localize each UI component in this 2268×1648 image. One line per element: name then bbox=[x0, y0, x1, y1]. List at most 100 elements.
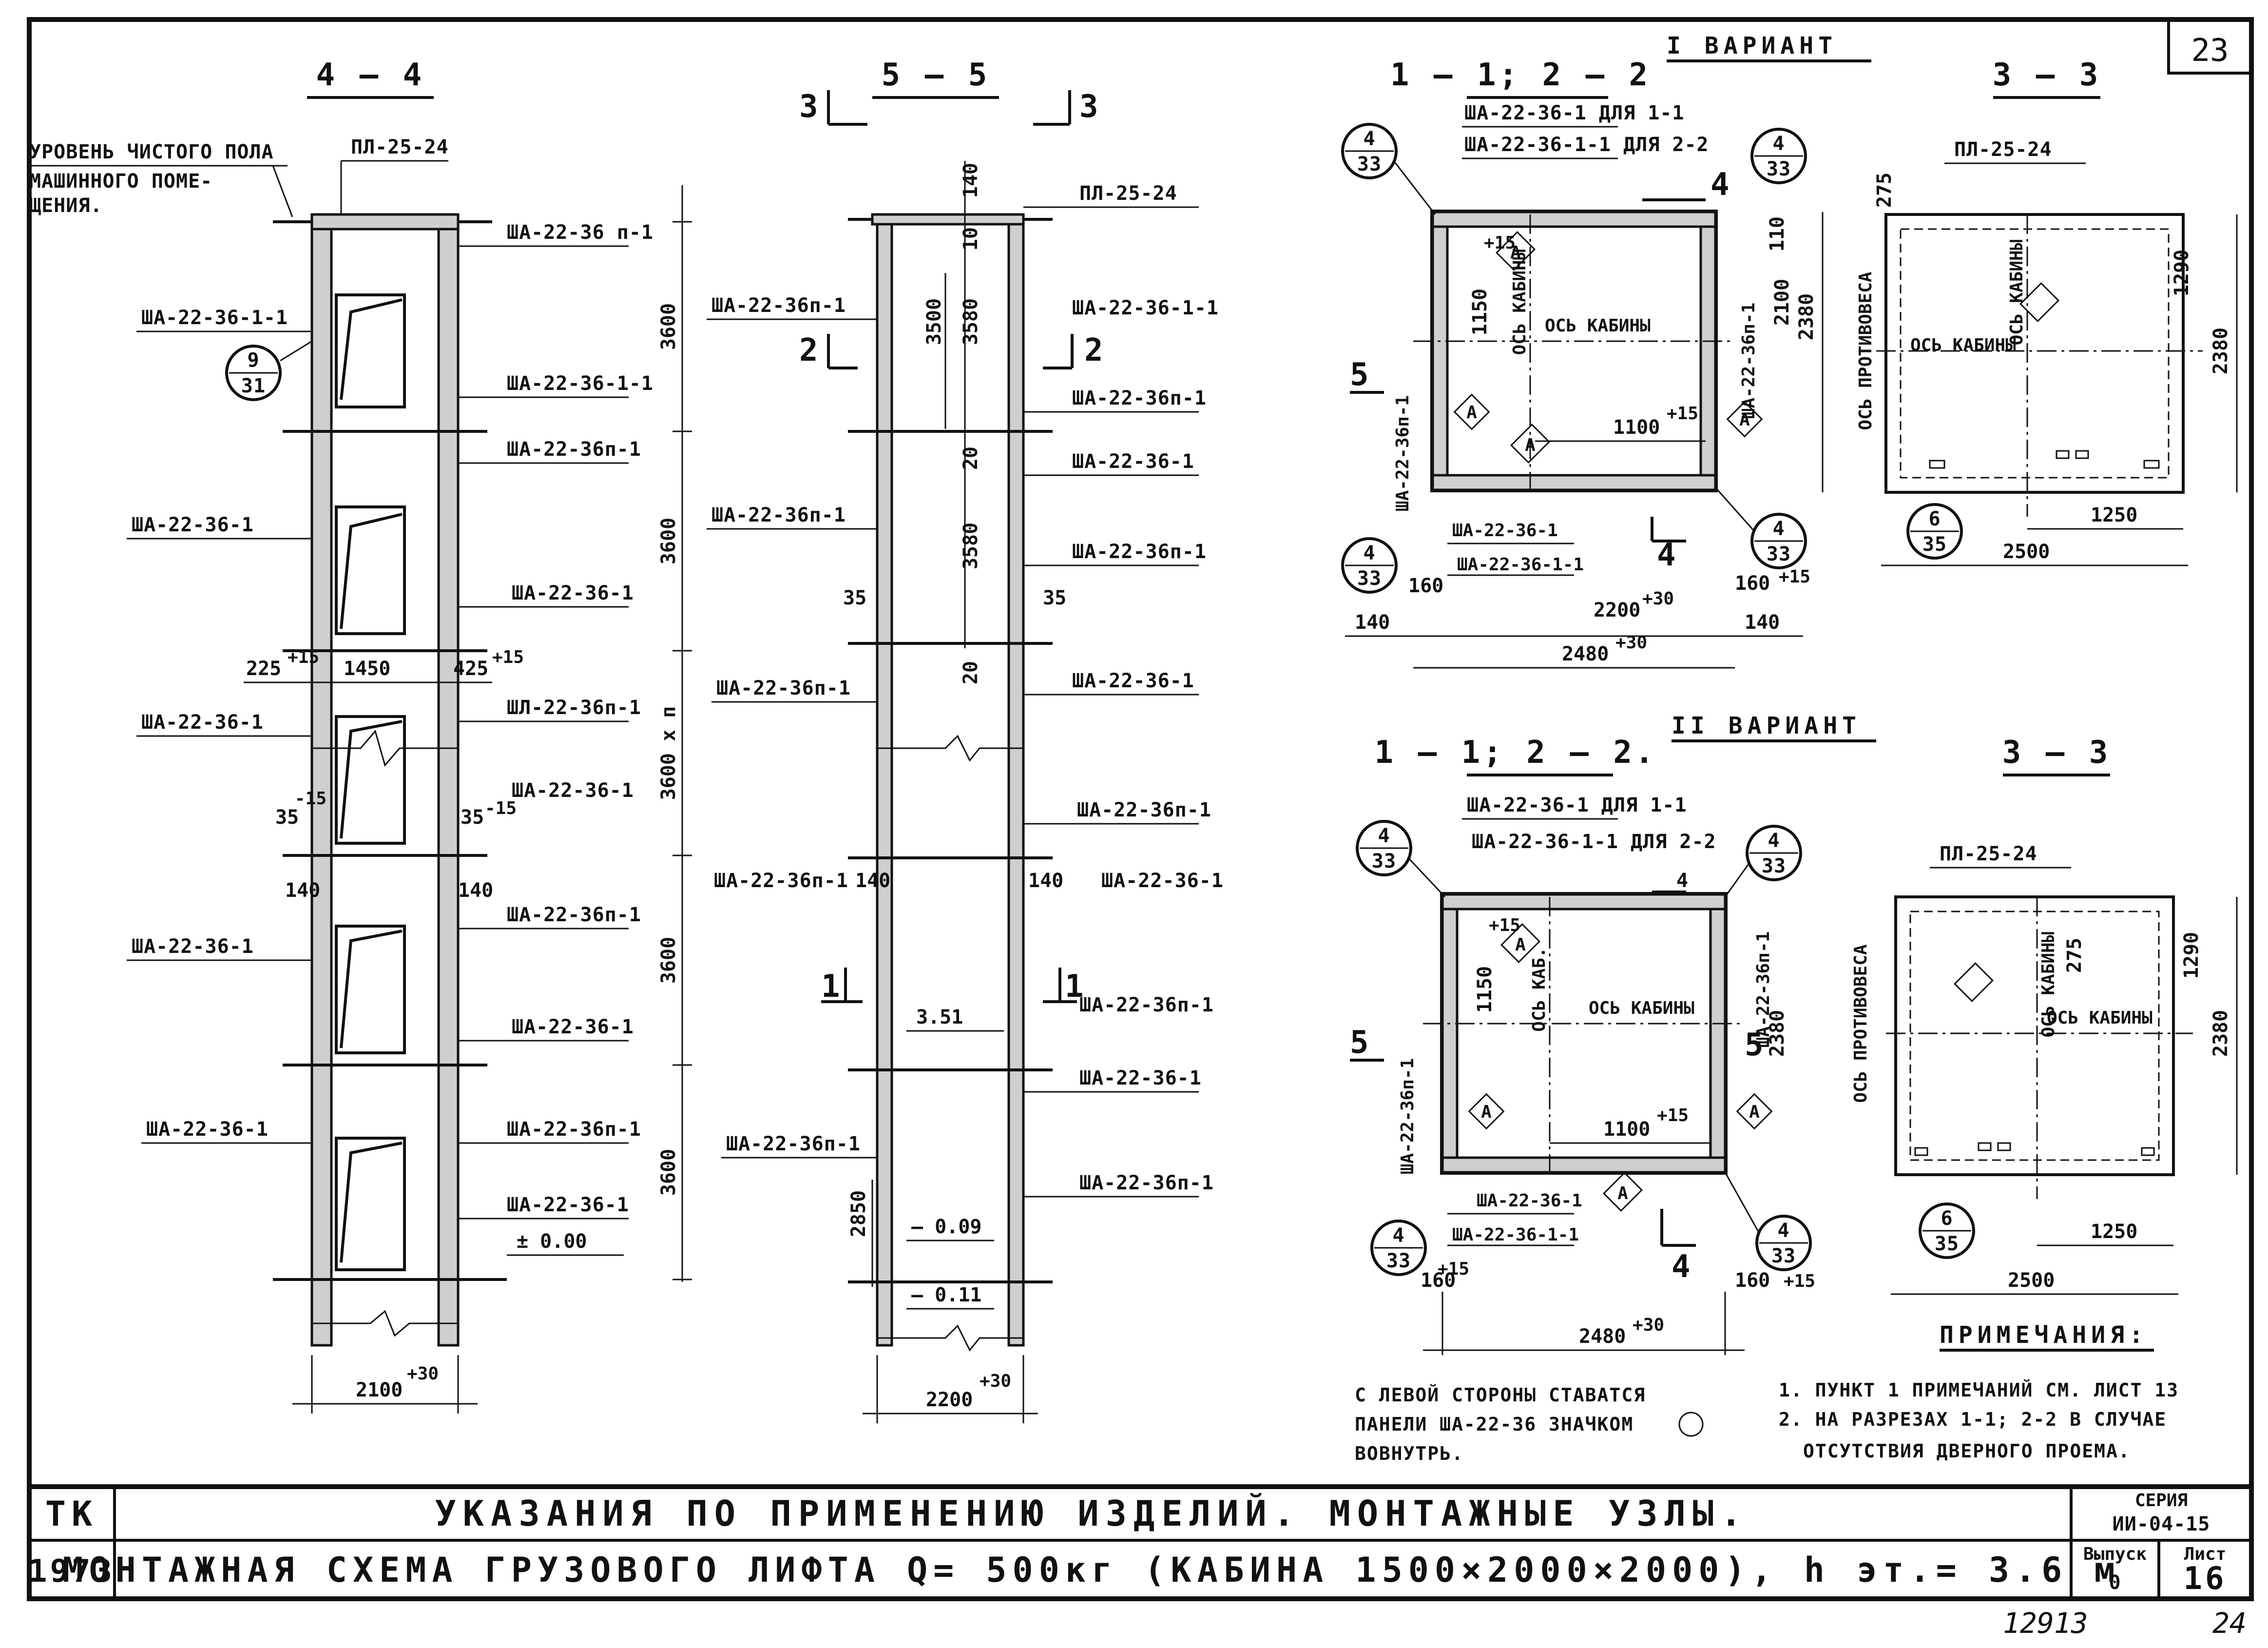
cut-mark: 4 bbox=[1672, 1249, 1693, 1285]
dim-value: 3.51 bbox=[916, 1006, 963, 1028]
callout-bottom: 33 bbox=[1771, 1245, 1796, 1267]
cut-mark: 4 bbox=[1657, 537, 1679, 573]
dim-tolerance: +15 bbox=[492, 647, 524, 667]
left-wall bbox=[876, 223, 893, 1347]
panel-label: ШЛ-22-36п-1 bbox=[507, 697, 641, 719]
variant-2-heading: II ВАРИАНТ bbox=[1672, 712, 1861, 739]
year: 1973 bbox=[28, 1553, 115, 1590]
axis-label: ОСЬ КАБ. bbox=[1529, 947, 1549, 1031]
door-leaf bbox=[340, 513, 403, 629]
callout-top: 4 bbox=[1777, 1220, 1789, 1242]
section-5-5-title: 5 – 5 bbox=[882, 57, 990, 93]
wall-panel-right bbox=[1699, 225, 1717, 477]
cut-mark: 2 bbox=[1084, 332, 1106, 368]
callout-circle bbox=[1750, 513, 1807, 569]
callout-top: 4 bbox=[1768, 830, 1780, 852]
dim-value: 2200 bbox=[1594, 599, 1640, 621]
dim-tolerance: +30 bbox=[1633, 1315, 1664, 1335]
callout-circle bbox=[1750, 128, 1807, 184]
callout-bottom: 33 bbox=[1357, 567, 1382, 590]
panel-label: ША-22-36п-1 bbox=[714, 870, 848, 892]
dim-value: 20 bbox=[960, 661, 982, 684]
archive-number: 12913 bbox=[2003, 1607, 2088, 1640]
callout-top: 4 bbox=[1363, 542, 1375, 564]
panel-label: ША-22-36-1 bbox=[1072, 670, 1194, 692]
dim-value: 2850 bbox=[847, 1190, 870, 1237]
panel-label: ША-22-36-1 bbox=[1101, 870, 1224, 892]
dim-tolerance: +15 bbox=[1784, 1271, 1815, 1291]
slab-inner bbox=[1900, 228, 2170, 479]
panel-label: ША-22-36п-1 bbox=[1079, 1172, 1214, 1194]
dim-value: 2480 bbox=[1562, 643, 1609, 665]
callout-bottom: 33 bbox=[1767, 158, 1791, 180]
mark-letter: А bbox=[1617, 1183, 1628, 1203]
axis-label: ОСЬ КАБИНЫ bbox=[1589, 998, 1694, 1018]
callout-bottom: 33 bbox=[1767, 543, 1791, 565]
dim-value: 1290 bbox=[2180, 932, 2203, 979]
dim-tolerance: +30 bbox=[1615, 633, 1647, 653]
level-note-line2: МАШИННОГО ПОМЕ- bbox=[29, 170, 212, 193]
dim-tolerance: +15 bbox=[1489, 915, 1520, 935]
wall-panel-top bbox=[1441, 893, 1727, 911]
panel-label: ША-22-36-1 bbox=[132, 514, 254, 536]
dim-value: 2380 bbox=[1795, 293, 1818, 340]
mark-diamond bbox=[1495, 231, 1536, 271]
dim-tolerance: +15 bbox=[1657, 1105, 1689, 1125]
panel-label: ША-22-36п-1 bbox=[507, 1118, 641, 1141]
panel-label: ША-22-36п-1 bbox=[507, 904, 641, 926]
mark-letter: А bbox=[1515, 935, 1526, 955]
axis-label: ОСЬ КАБИНЫ bbox=[2007, 240, 2027, 346]
wall-panel-bottom bbox=[1431, 474, 1717, 491]
dim-value: 3600 bbox=[657, 303, 680, 350]
axis-label: ОСЬ КАБИНЫ bbox=[1510, 250, 1530, 355]
dim-value: 2200 bbox=[926, 1389, 973, 1411]
mark-diamond bbox=[1510, 423, 1551, 464]
dim-value: 3600 bbox=[657, 1149, 680, 1196]
callout-top: 4 bbox=[1378, 825, 1390, 847]
cut-mark: 4 bbox=[1676, 870, 1689, 892]
dim-value: 2500 bbox=[2008, 1269, 2055, 1292]
slab-inner bbox=[1909, 911, 2160, 1161]
dim-value: 2380 bbox=[2210, 328, 2232, 374]
mark-diamond bbox=[1736, 1093, 1773, 1130]
issue-value: 0 bbox=[2109, 1571, 2121, 1594]
wall-panel-bottom bbox=[1441, 1156, 1727, 1174]
sheet-value: 16 bbox=[2183, 1561, 2227, 1597]
slab-label: ПЛ-25-24 bbox=[1940, 843, 2037, 865]
door-opening bbox=[335, 925, 406, 1054]
left-wall bbox=[310, 228, 333, 1347]
callout-circle bbox=[1906, 503, 1963, 560]
dim-tolerance: -15 bbox=[485, 798, 517, 818]
dim-value: 225 bbox=[246, 658, 281, 680]
door-opening bbox=[335, 293, 406, 408]
dim-tolerance: +30 bbox=[980, 1371, 1011, 1391]
leader bbox=[280, 340, 312, 362]
dim-value: 1100 bbox=[1613, 416, 1660, 439]
left-note-line2: ПАНЕЛИ ША-22-36 ЗНАЧКОМ bbox=[1355, 1414, 1634, 1435]
top-slab bbox=[310, 213, 460, 231]
leader bbox=[1407, 857, 1446, 898]
dim-value: – 0.09 bbox=[911, 1216, 982, 1238]
note-2: 2. НА РАЗРЕЗАХ 1-1; 2-2 В СЛУЧАЕ bbox=[1779, 1409, 2167, 1430]
axis-label: ОСЬ КАБИНЫ bbox=[2047, 1008, 2153, 1028]
mark-letter: А bbox=[1525, 435, 1536, 455]
right-wall bbox=[437, 228, 460, 1347]
callout-top: 4 bbox=[1363, 128, 1375, 150]
wall-panel-top bbox=[1431, 211, 1717, 228]
top-slab-label: ПЛ-25-24 bbox=[1079, 182, 1177, 205]
dim-tolerance: -15 bbox=[295, 789, 327, 809]
panel-label: ША-22-36-1-1 bbox=[1457, 555, 1584, 575]
panel-label: ША-22-36-1 bbox=[512, 1016, 634, 1038]
mark-letter: А bbox=[1510, 243, 1521, 263]
panel-label: ША-22-36-1 bbox=[507, 1194, 629, 1216]
mark-triangles: А А А А bbox=[1468, 923, 1773, 1212]
panel-label: ША-22-36-1-1 bbox=[141, 307, 288, 329]
leader bbox=[1714, 487, 1755, 532]
dim-value: 140 bbox=[855, 870, 890, 892]
cut-mark: 4 bbox=[1711, 167, 1732, 203]
variant-1-title: 1 – 1; 2 – 2 bbox=[1390, 57, 1651, 93]
section-3-3-title: 3 – 3 bbox=[1993, 57, 2101, 93]
panel-label: ША-22-36-1-1 bbox=[507, 372, 653, 395]
section-4-4-small-dims: 225 +15 1450 425 +15 35 -15 35 -15 140 1… bbox=[244, 647, 624, 1256]
left-note-line1: С ЛЕВОЙ СТОРОНЫ СТАВАТСЯ bbox=[1355, 1384, 1646, 1406]
